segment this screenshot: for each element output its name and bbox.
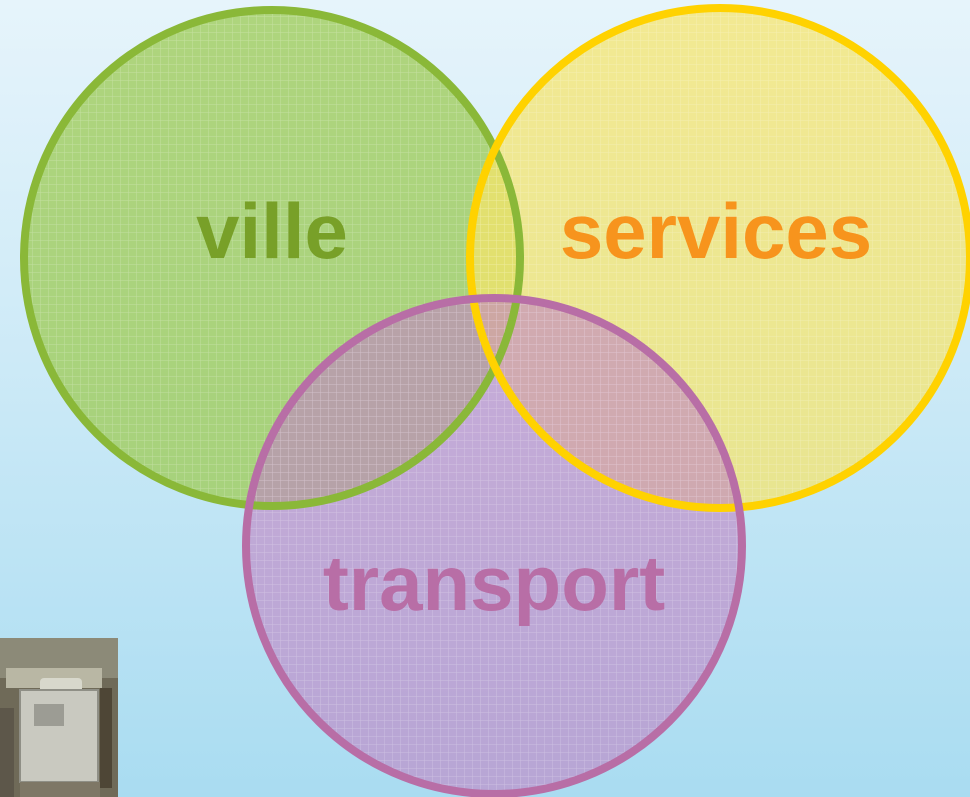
transport-label: transport [323,539,665,627]
services-outline [466,4,970,512]
equipment-cabinet-photo [0,638,118,797]
services-label: services [560,187,872,275]
ville-outline [20,6,524,510]
ville-label: ville [196,187,348,275]
transport-outline [242,294,746,797]
